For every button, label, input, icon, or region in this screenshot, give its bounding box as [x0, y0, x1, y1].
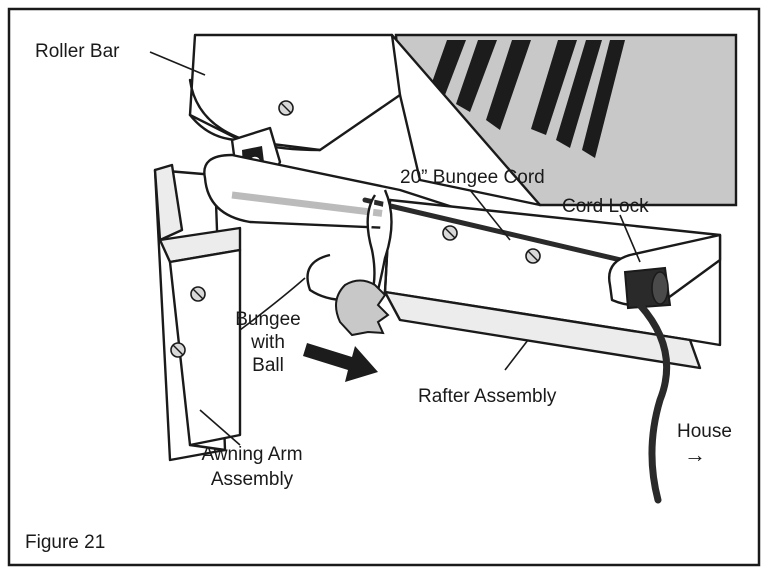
- screw-icon: [525, 248, 541, 264]
- label-assembly: Assembly: [211, 469, 294, 490]
- leader-bungee-cord: [469, 189, 511, 241]
- screw-icon: [442, 225, 458, 241]
- awning-arm: [153, 163, 242, 462]
- label-awning-arm: Awning Arm: [201, 444, 302, 465]
- arrow-right-icon: [303, 343, 378, 382]
- bungee-ball: [306, 189, 393, 337]
- label-with: with: [250, 332, 285, 353]
- label-rafter-assembly: Rafter Assembly: [418, 386, 557, 407]
- label-cord-lock: Cord Lock: [562, 196, 649, 217]
- screw-icon: [190, 286, 206, 302]
- rafter-assembly: [383, 198, 722, 370]
- leader-roller-bar: [149, 51, 206, 76]
- screw-icon: [278, 100, 294, 116]
- label-roller-bar: Roller Bar: [35, 41, 120, 62]
- leader-awning-arm: [199, 409, 241, 446]
- cord-lock: [608, 233, 722, 504]
- fabric-stripes: [430, 40, 625, 158]
- screw-icon: [170, 342, 186, 358]
- label-ball: Ball: [252, 355, 284, 376]
- leader-cord-lock: [619, 214, 641, 263]
- figure-caption: Figure 21: [25, 532, 105, 553]
- house-arrow-icon: →: [684, 442, 706, 467]
- label-bungee-cord: 20” Bungee Cord: [400, 167, 545, 188]
- leader-bungee-ball: [239, 277, 306, 331]
- roller-bar: [188, 33, 542, 207]
- leader-rafter-assembly: [504, 339, 529, 371]
- label-bungee: Bungee: [235, 309, 301, 330]
- label-house: House: [677, 421, 732, 442]
